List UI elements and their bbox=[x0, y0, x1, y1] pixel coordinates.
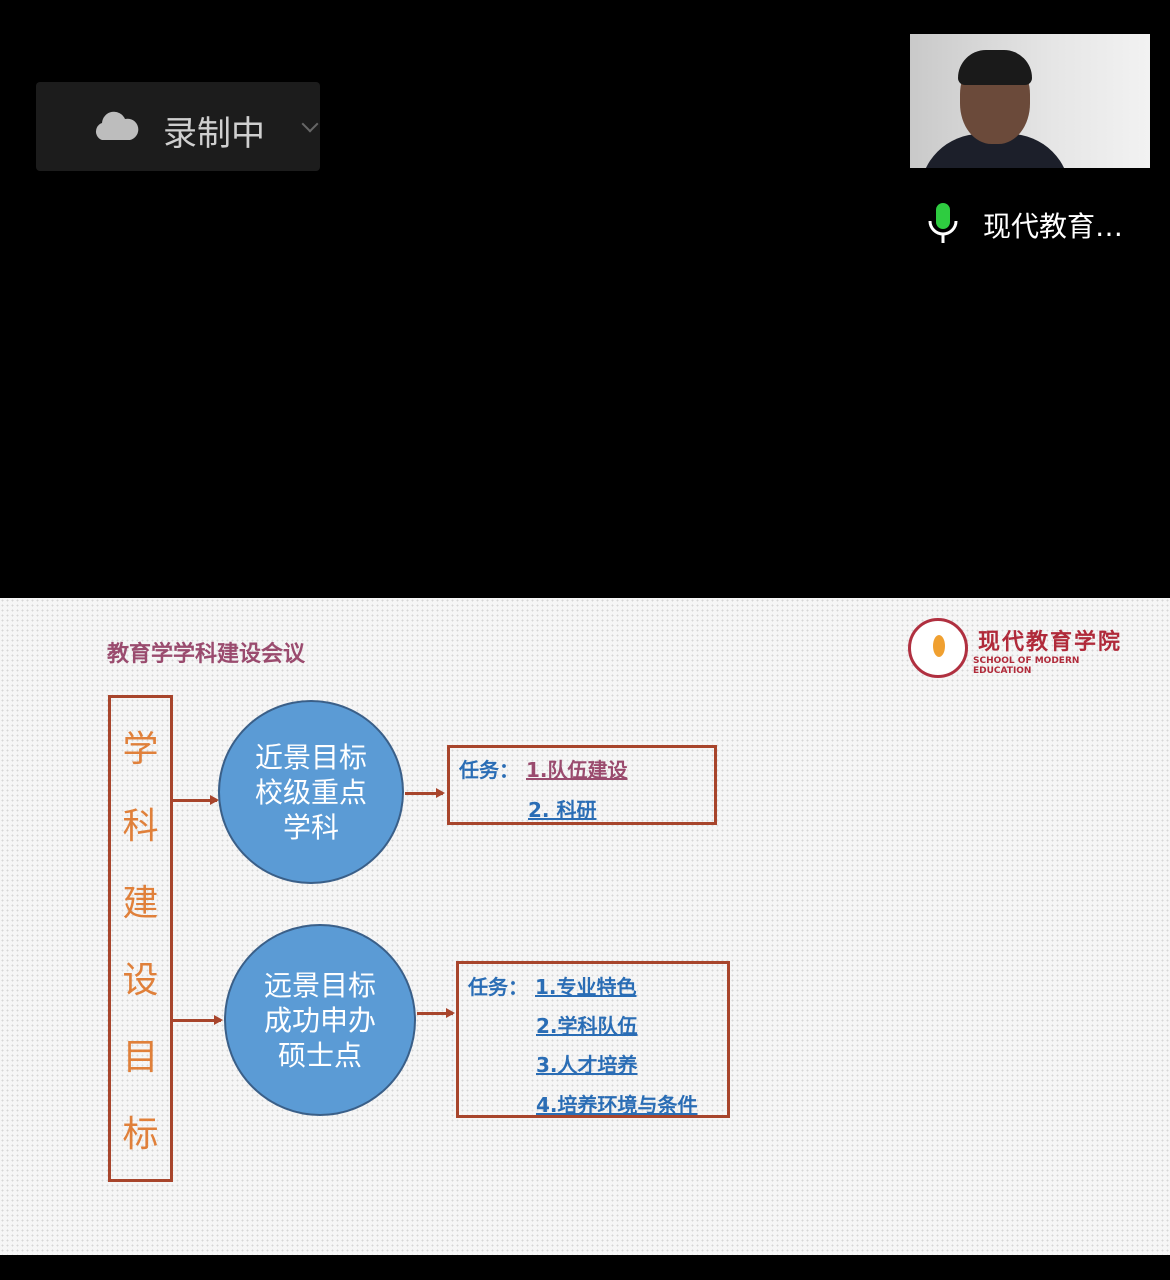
task-link[interactable]: 1.专业特色 bbox=[535, 975, 637, 999]
logo-cn: 现代教育学院 bbox=[978, 629, 1123, 655]
task-link[interactable]: 1.队伍建设 bbox=[526, 758, 628, 782]
vertical-char: 学 bbox=[122, 729, 159, 771]
task-link[interactable]: 2.学科队伍 bbox=[536, 1014, 638, 1038]
near-tasks-box: 任务： 1.队伍建设 2. 科研 bbox=[447, 745, 717, 825]
goal-line: 成功申办 bbox=[263, 1003, 376, 1037]
person-hair bbox=[958, 50, 1032, 85]
vertical-char: 标 bbox=[122, 1113, 159, 1155]
vertical-char: 目 bbox=[122, 1036, 159, 1078]
recording-indicator[interactable]: 录制中 bbox=[36, 82, 320, 171]
logo-en: SCHOOL OF MODERN EDUCATION bbox=[973, 656, 1080, 676]
vertical-char: 设 bbox=[122, 959, 159, 1001]
goal-line: 近景目标 bbox=[254, 740, 367, 774]
vertical-char: 建 bbox=[122, 883, 159, 925]
task-label: 任务： bbox=[459, 758, 519, 782]
goal-line: 硕士点 bbox=[277, 1038, 362, 1072]
vertical-char: 科 bbox=[122, 806, 159, 848]
chevron-down-icon[interactable] bbox=[301, 115, 319, 133]
slide-title: 教育学学科建设会议 bbox=[107, 642, 306, 667]
arrow bbox=[405, 788, 445, 798]
arrow bbox=[173, 795, 219, 805]
task-link[interactable]: 3.人才培养 bbox=[536, 1053, 638, 1077]
far-tasks-box: 任务： 1.专业特色 2.学科队伍 3.人才培养 4.培养环境与条件 bbox=[456, 961, 730, 1118]
school-logo: 现代教育学院 SCHOOL OF MODERN EDUCATION bbox=[908, 618, 1138, 680]
arrow bbox=[173, 1015, 223, 1025]
school-seal-icon bbox=[908, 618, 968, 678]
participant-video[interactable] bbox=[910, 34, 1150, 168]
goal-line: 学科 bbox=[282, 810, 339, 844]
far-goal-circle: 远景目标 成功申办 硕士点 bbox=[224, 924, 416, 1116]
task-label: 任务： bbox=[468, 975, 528, 999]
recording-label: 录制中 bbox=[163, 114, 265, 154]
goal-line: 远景目标 bbox=[263, 968, 376, 1002]
task-link[interactable]: 2. 科研 bbox=[528, 798, 597, 822]
vertical-label-box: 学 科 建 设 目 标 bbox=[108, 695, 173, 1182]
microphone-icon bbox=[928, 203, 958, 243]
task-link[interactable]: 4.培养环境与条件 bbox=[536, 1093, 698, 1117]
cloud-icon bbox=[95, 111, 139, 140]
shared-slide: 教育学学科建设会议 现代教育学院 SCHOOL OF MODERN EDUCAT… bbox=[0, 598, 1170, 1255]
participant-name: 现代教育… bbox=[983, 210, 1124, 243]
goal-line: 校级重点 bbox=[254, 775, 367, 809]
arrow bbox=[417, 1008, 455, 1018]
near-goal-circle: 近景目标 校级重点 学科 bbox=[218, 700, 404, 884]
